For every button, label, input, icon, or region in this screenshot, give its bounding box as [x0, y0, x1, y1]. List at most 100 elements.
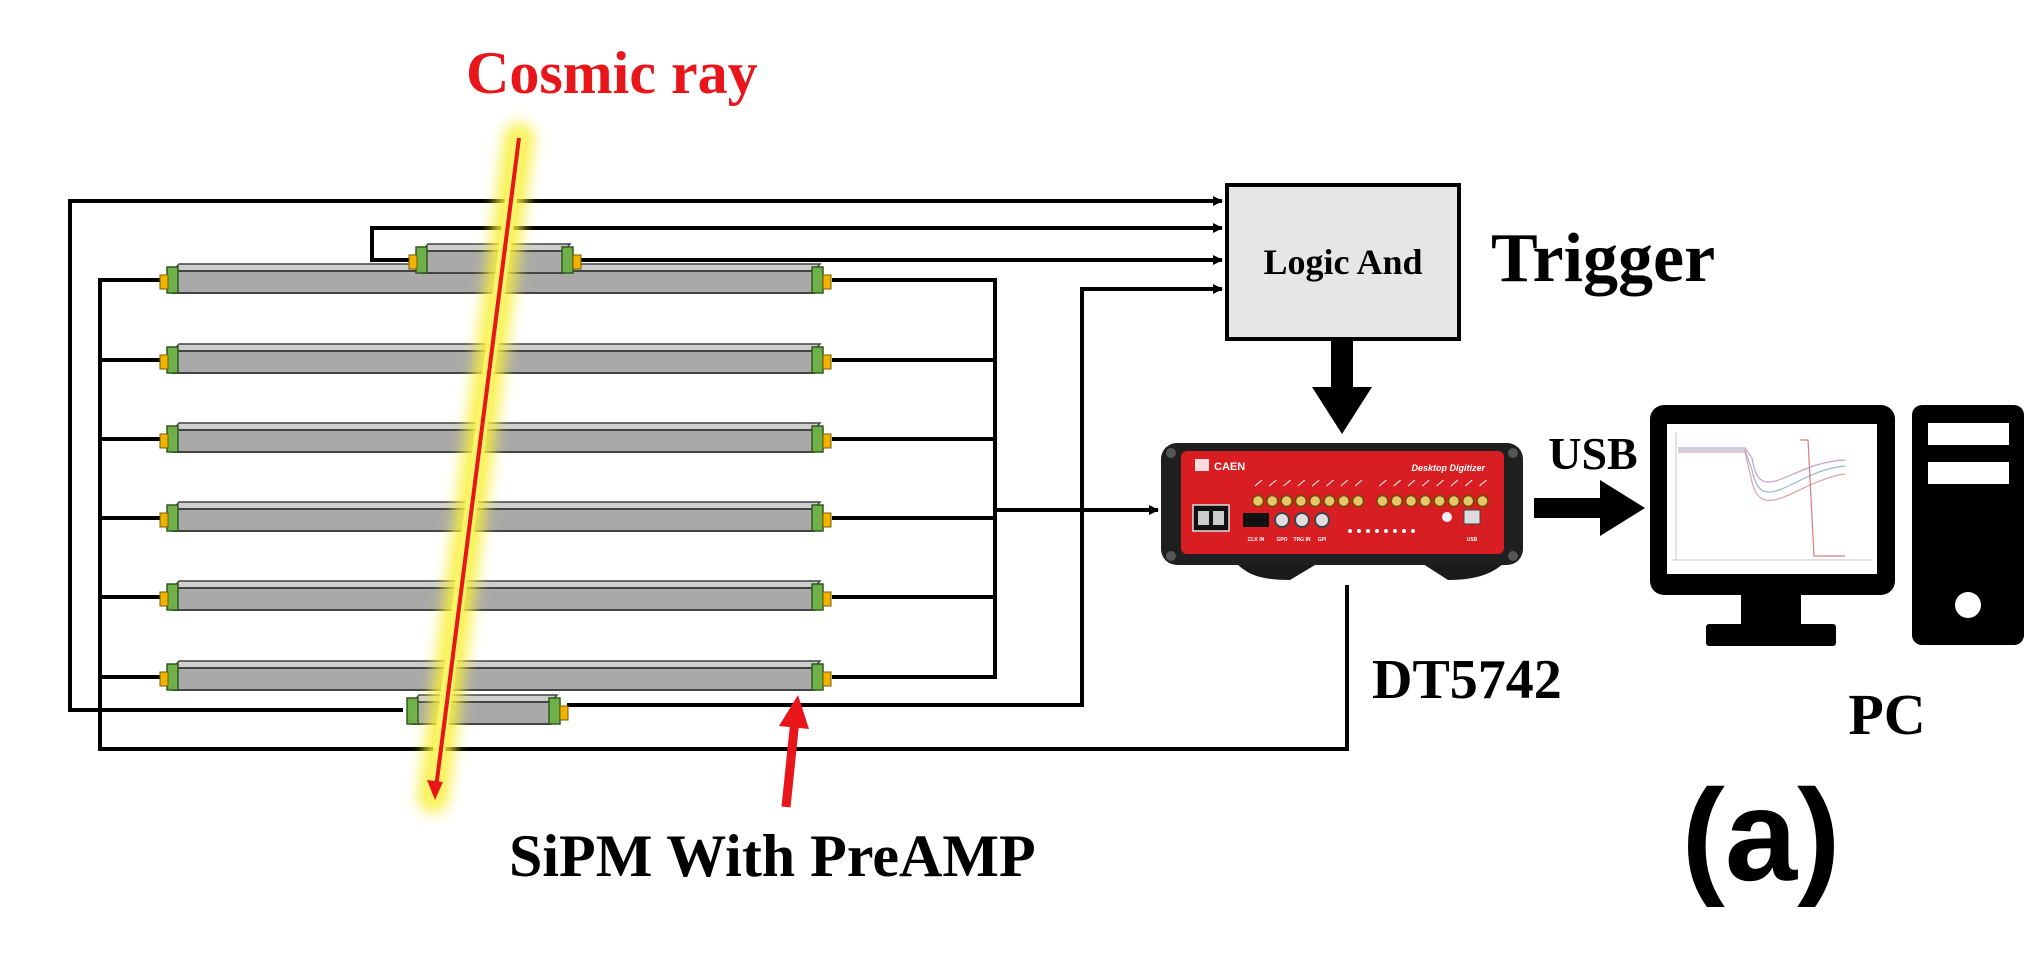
bar-body [172, 508, 815, 532]
input-channel-connector [1251, 494, 1265, 508]
bar-end-cap [166, 663, 179, 691]
svg-text:GPI: GPI [1318, 537, 1327, 543]
status-led [1402, 529, 1406, 533]
input-channel-connector [1476, 494, 1489, 508]
channel-marker [1254, 479, 1263, 487]
status-led [1348, 529, 1352, 533]
power-button-icon [1955, 592, 1981, 618]
trigger-input-wire-2 [370, 223, 1223, 262]
cosmic-ray-line [434, 137, 521, 789]
sipm-connector [159, 433, 169, 449]
sipm-connector [822, 671, 832, 687]
input-channel-connector [1390, 494, 1403, 508]
caen-logo-icon [1195, 459, 1209, 471]
input-channel-connector [1461, 494, 1475, 508]
channel-marker [1268, 479, 1277, 487]
digitizer-model-label: DT5742 [1372, 649, 1562, 711]
svg-text:GPO: GPO [1276, 537, 1287, 543]
sipm-connector [408, 254, 418, 270]
panel-label: (a) [1682, 762, 1841, 908]
usb-label: USB [1548, 428, 1637, 479]
channel-marker [1464, 479, 1473, 487]
digitizer-brand: CAEN [1214, 461, 1245, 473]
svg-text:CLK IN: CLK IN [1248, 537, 1265, 543]
cosmic-ray-arrowhead [427, 780, 443, 800]
svg-text:TRG IN: TRG IN [1294, 537, 1311, 543]
svg-text:USB: USB [1467, 537, 1478, 543]
clk-in-port [1243, 513, 1269, 527]
sipm-label: SiPM With PreAMP [509, 823, 1036, 889]
bar-end-cap [166, 425, 179, 453]
trigger-input-wire-1 [68, 196, 1223, 712]
sipm-connector [822, 354, 832, 370]
signal-wiring [68, 196, 1349, 751]
bar-end-cap [811, 663, 824, 691]
cosmic-ray-track [418, 123, 534, 813]
channel-marker [1421, 479, 1430, 487]
sipm-connector [559, 705, 569, 721]
status-led [1375, 529, 1379, 533]
scintillator-bar-long [159, 501, 832, 532]
monitor-screen [1667, 424, 1877, 574]
input-channel-connector [1266, 494, 1279, 508]
trg-in-port [1294, 512, 1310, 528]
sipm-connector [159, 512, 169, 528]
channel-marker [1393, 479, 1402, 487]
bar-body [172, 587, 815, 611]
bar-end-cap [166, 504, 179, 532]
status-leds [1348, 529, 1415, 533]
sipm-connector [159, 671, 169, 687]
bar-top-face [171, 501, 822, 510]
gpo-port [1274, 512, 1290, 528]
bar-end-cap [811, 346, 824, 374]
status-led [1357, 529, 1361, 533]
channel-marker [1297, 479, 1306, 487]
logic-and-label: Logic And [1263, 242, 1422, 282]
sipm-connector [822, 274, 832, 290]
trigger-label: Trigger [1491, 220, 1715, 297]
input-channel-connector [1280, 494, 1293, 508]
input-channel-connector [1308, 494, 1322, 508]
bar-end-cap [406, 697, 419, 725]
monitor-stand [1741, 595, 1801, 625]
dt5742-digitizer: CAEN Desktop Digitizer CLK IN GPO TRG IN… [1161, 443, 1523, 580]
channel-marker [1354, 479, 1363, 487]
pc-computer [1650, 405, 2024, 646]
digitizer-input-channels [1251, 479, 1489, 508]
cosmic-ray-label: Cosmic ray [466, 40, 758, 106]
status-led [1393, 529, 1397, 533]
sipm-connector [159, 354, 169, 370]
power-indicator-icon [1442, 512, 1452, 522]
logic-and-unit: Logic And [1225, 183, 1461, 341]
bar-end-cap [166, 266, 179, 294]
input-channel-connector [1294, 494, 1308, 508]
channel-marker [1326, 479, 1334, 487]
sipm-connector [159, 274, 169, 290]
sipm-connector [159, 591, 169, 607]
sipm-connector [822, 591, 832, 607]
monitor-base [1706, 624, 1836, 646]
channel-marker [1340, 479, 1349, 487]
input-channel-connector [1376, 494, 1389, 508]
input-channel-connector [1351, 494, 1365, 508]
input-channel-connector [1323, 494, 1336, 508]
channel-marker [1379, 479, 1387, 487]
bar-end-cap [811, 504, 824, 532]
sipm-connector [822, 512, 832, 528]
channel-marker [1436, 479, 1444, 487]
trigger-input-wire-4 [567, 284, 1223, 707]
bar-end-cap [166, 346, 179, 374]
status-led [1411, 529, 1415, 533]
bar-end-cap [811, 266, 824, 294]
bar-end-cap [811, 583, 824, 611]
bar-end-cap [811, 425, 824, 453]
sipm-connector [822, 433, 832, 449]
gpi-port [1314, 512, 1330, 528]
input-channel-connector [1447, 494, 1461, 508]
input-channel-connector [1337, 494, 1351, 508]
scintillator-bar-long [159, 660, 832, 691]
status-led [1366, 529, 1370, 533]
input-channel-connector [1419, 494, 1432, 508]
